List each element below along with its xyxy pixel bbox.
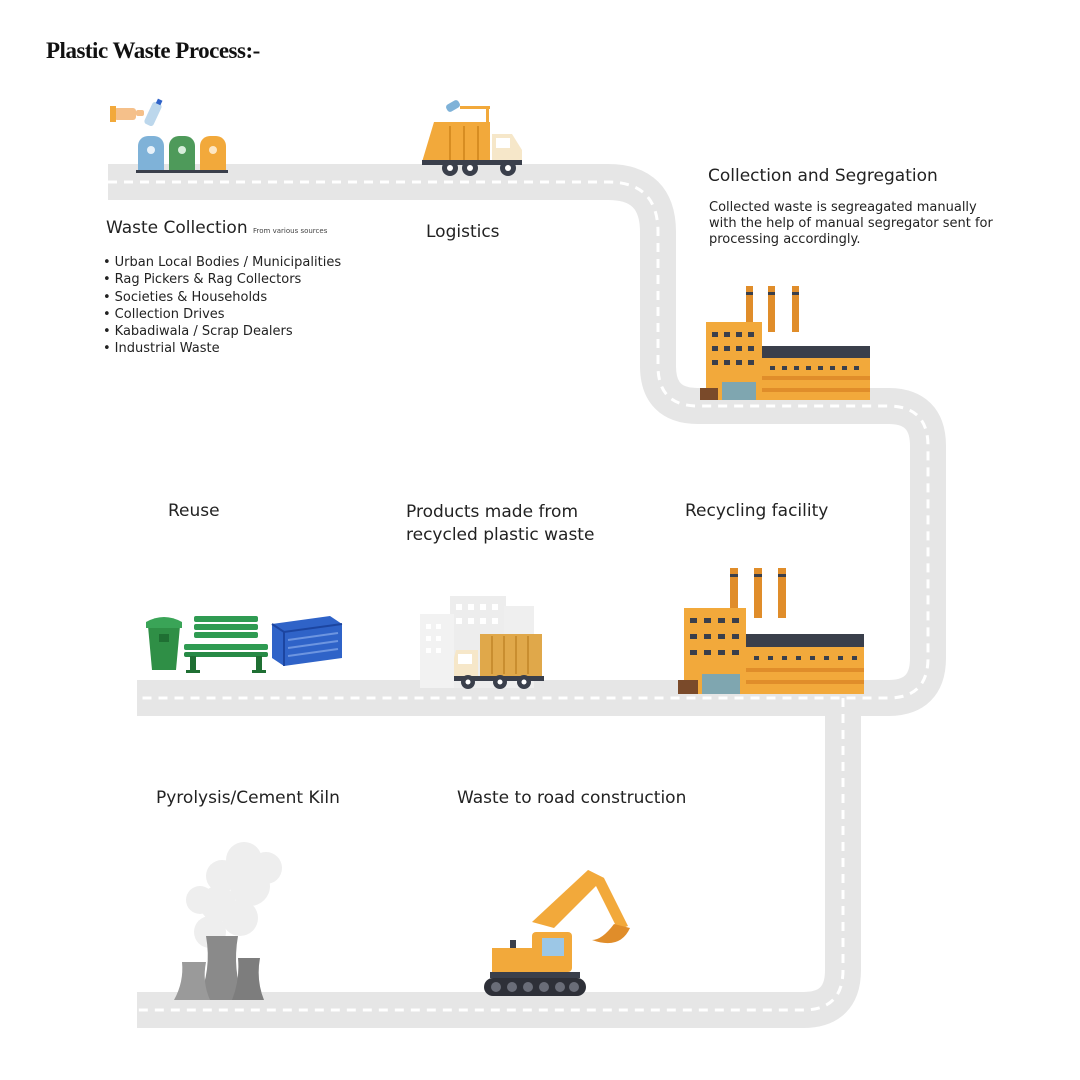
- collection-segregation-description: Collected waste is segreagated manually …: [709, 200, 993, 247]
- excavator-icon: [484, 870, 630, 996]
- list-item: Industrial Waste: [103, 340, 341, 357]
- list-item: Rag Pickers & Rag Collectors: [103, 271, 341, 288]
- recycle-bins-icon: [136, 136, 228, 173]
- dustbin-icon: [146, 617, 182, 670]
- waste-collection-label: Waste Collection From various sources: [106, 218, 328, 238]
- bench-icon: [184, 616, 268, 673]
- products-label: Products made from recycled plastic wast…: [406, 502, 595, 545]
- reuse-label: Reuse: [168, 501, 220, 521]
- list-item: Collection Drives: [103, 306, 341, 323]
- hand-bottle-icon: [110, 98, 163, 127]
- garbage-truck-icon: [422, 100, 522, 176]
- factory-icon: [678, 568, 864, 694]
- page-title: Plastic Waste Process:-: [46, 38, 260, 63]
- factory-icon: [700, 286, 870, 400]
- cooling-tower-icon: [174, 842, 282, 1000]
- list-item: Societies & Households: [103, 289, 341, 306]
- delivery-truck-icon: [454, 634, 544, 689]
- list-item: Kabadiwala / Scrap Dealers: [103, 323, 341, 340]
- crate-icon: [271, 616, 343, 666]
- road-construction-label: Waste to road construction: [457, 788, 687, 808]
- logistics-label: Logistics: [426, 222, 500, 242]
- waste-sources-list: Urban Local Bodies / Municipalities Rag …: [103, 254, 341, 358]
- recycling-facility-label: Recycling facility: [685, 501, 829, 521]
- waste-collection-sublabel: From various sources: [253, 227, 328, 235]
- list-item: Urban Local Bodies / Municipalities: [103, 254, 341, 271]
- pyrolysis-label: Pyrolysis/Cement Kiln: [156, 788, 340, 808]
- collection-segregation-label: Collection and Segregation: [708, 166, 938, 186]
